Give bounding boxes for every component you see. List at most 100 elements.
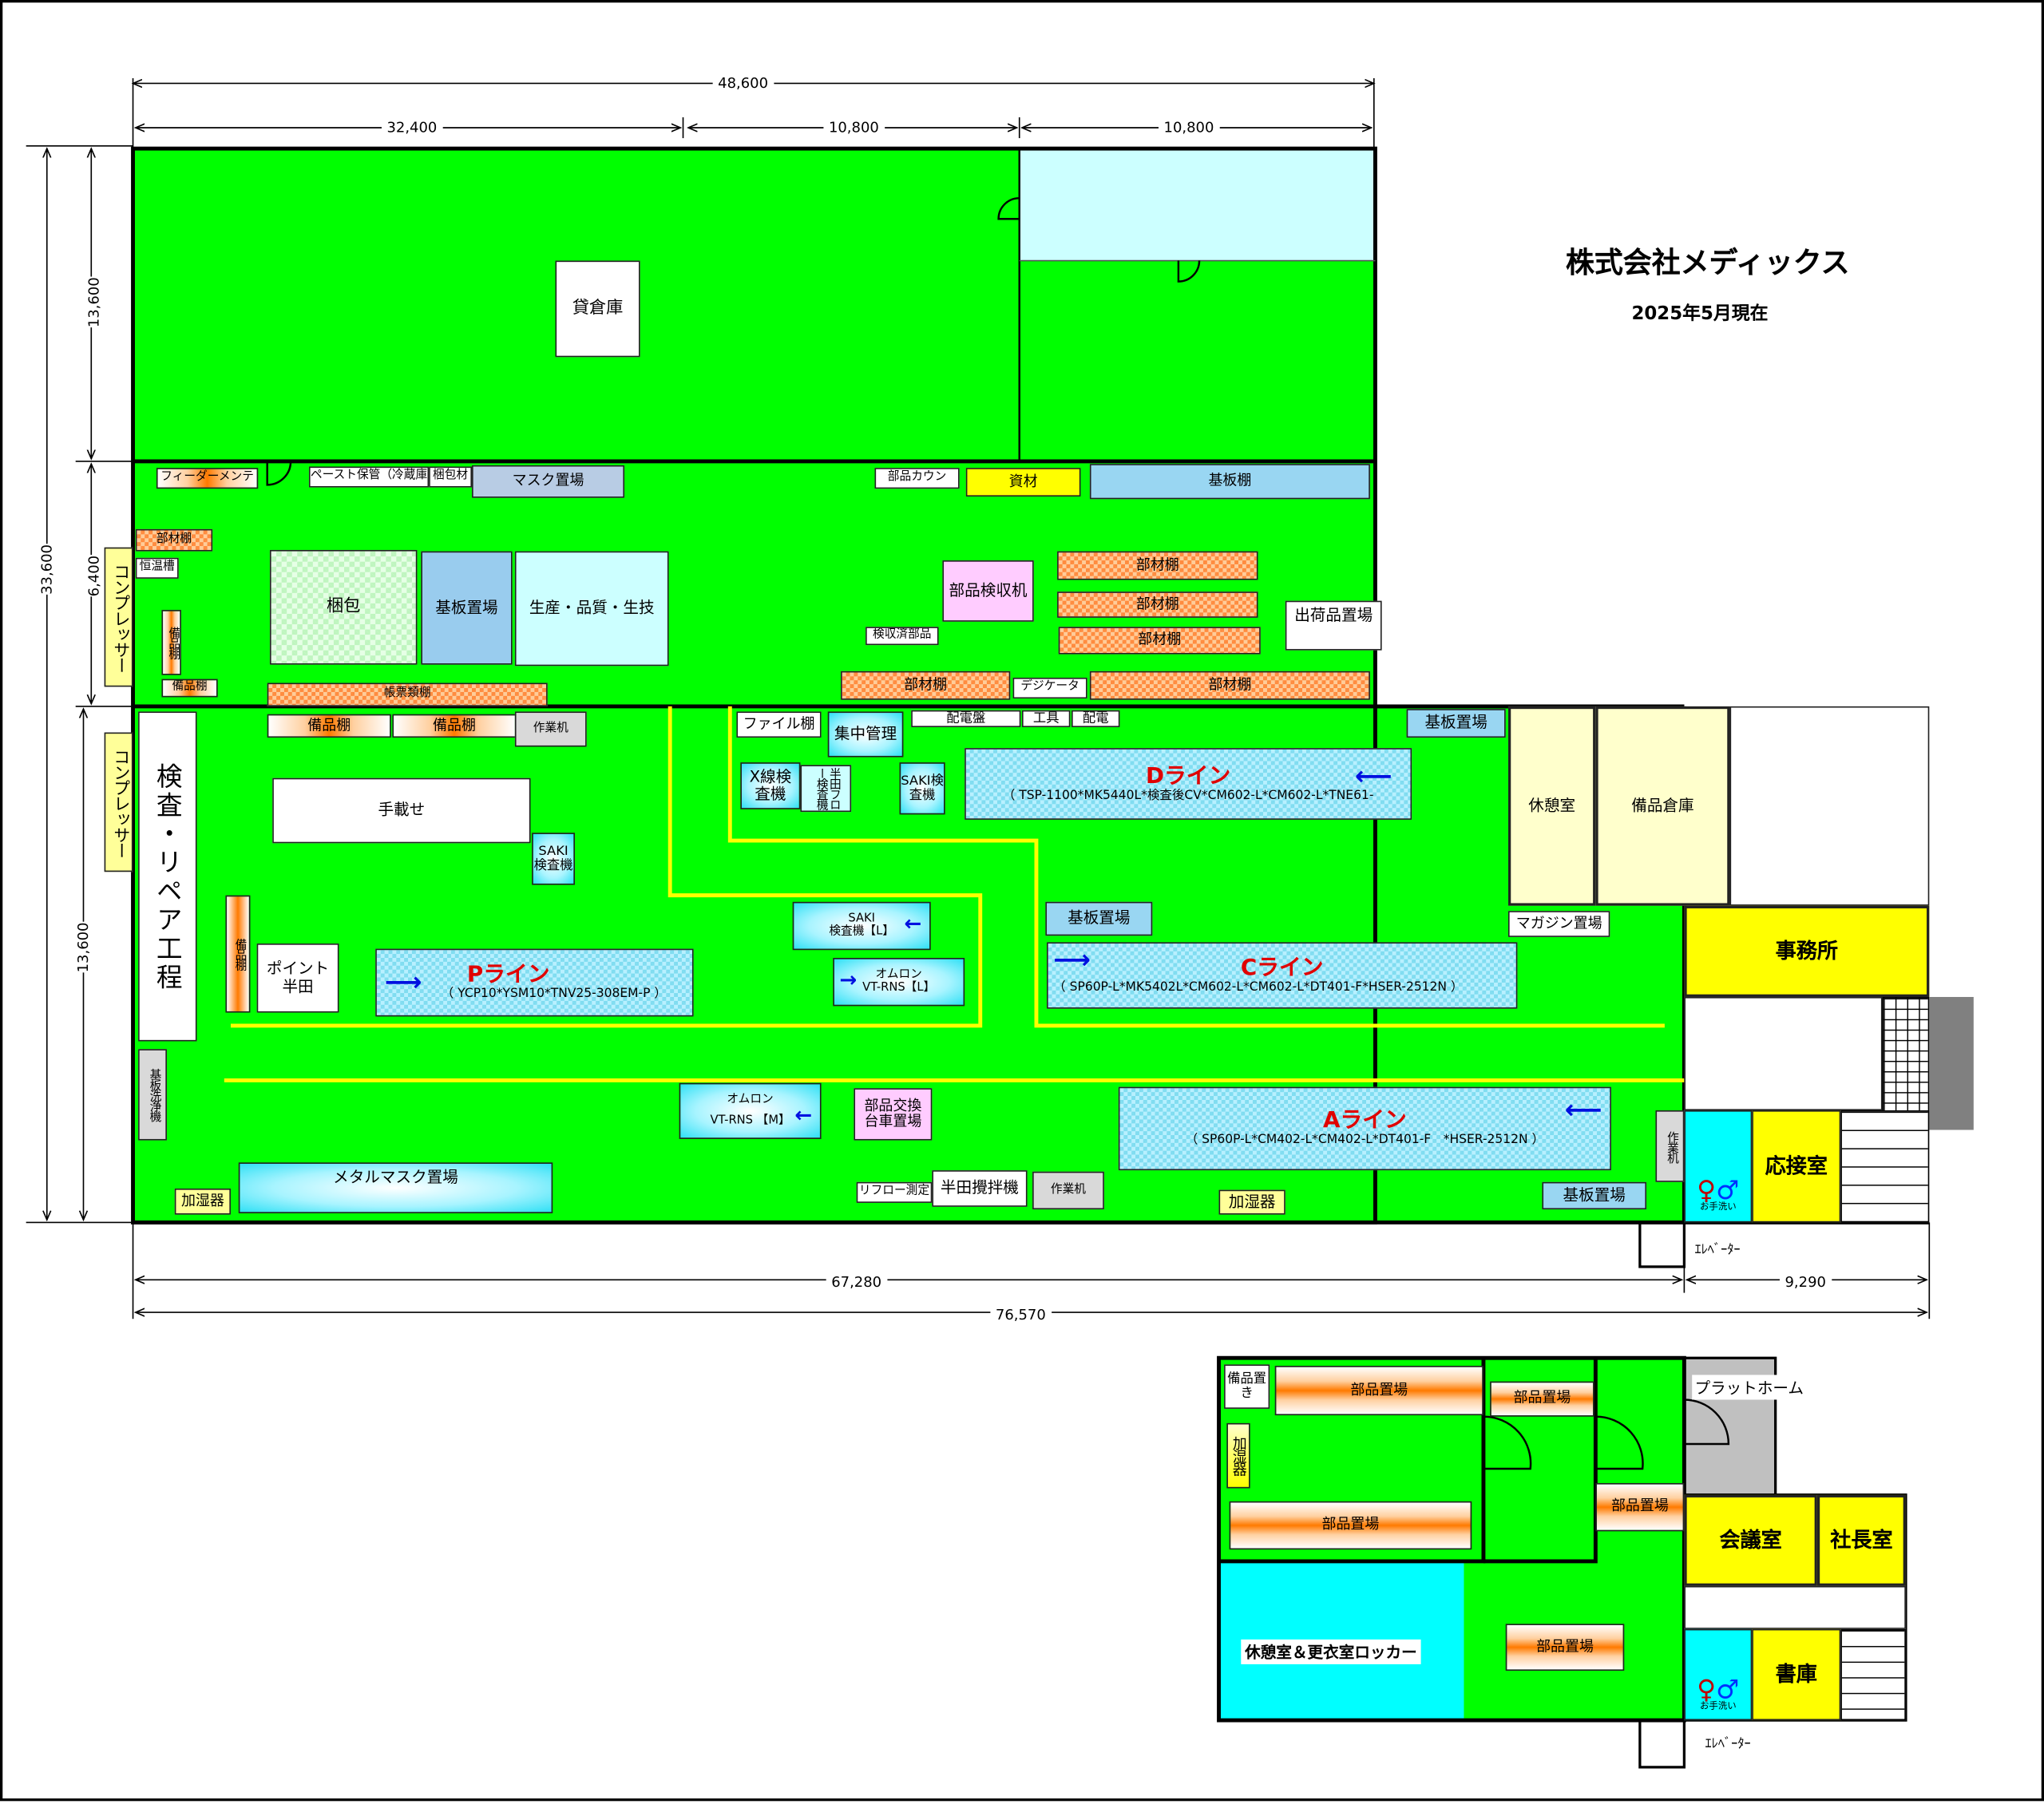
break-room: 休憩室: [1507, 706, 1596, 906]
elevator-label: ｴﾚﾍﾞｰﾀｰ: [1694, 1243, 1741, 1258]
saki-l-line1: SAKI: [848, 912, 875, 925]
compressor-upper: コンプレッサー: [104, 547, 133, 687]
work-desk: 作業机: [514, 711, 587, 747]
dim-top-1: 32,400: [381, 119, 442, 136]
a-line-spec: （ SP60P-L*CM402-L*CM402-L*DT401-F *HSER-…: [1185, 1132, 1545, 1147]
thermostat-chamber: 恒温槽: [135, 557, 179, 579]
dim-top-2: 10,800: [823, 119, 885, 136]
board-shelf: 基板棚: [1089, 464, 1370, 500]
president-office: 社長室: [1816, 1494, 1906, 1586]
equipment-place: 備品置き: [1224, 1364, 1270, 1409]
central-management: 集中管理: [827, 711, 904, 758]
omron-m-line2: VT-RNS 【M】: [710, 1114, 790, 1127]
staircase: [1882, 996, 1930, 1130]
arrow-left-icon: ⟵: [1564, 1093, 1602, 1125]
omron-m-line1: オムロン: [727, 1093, 774, 1106]
empty-room: [1729, 706, 1930, 906]
arrow-right-icon: ⟶: [384, 965, 422, 997]
board-storage-upper: 基板置場: [421, 551, 513, 665]
dim-top-3: 10,800: [1159, 119, 1219, 136]
male-icon: ♂: [1716, 1174, 1740, 1206]
c-line-spec: （ SP60P-L*MK5402L*CM602-L*CM602-L*DT401-…: [1053, 979, 1464, 995]
platform-label: プラットホーム: [1692, 1375, 1807, 1400]
work-desk: 作業机: [1032, 1171, 1104, 1210]
d-line: Dライン （ TSP-1100*MK5440L*検査後CV*CM602-L*CM…: [965, 748, 1412, 820]
parts-shelf: 部材棚: [135, 528, 213, 552]
production-quality-engineering: 生産・品質・生技: [514, 551, 669, 667]
humidifier: 加湿器: [1218, 1189, 1285, 1215]
work-desk: 作業机: [1655, 1110, 1685, 1182]
c-line: Cライン （ SP60P-L*MK5402L*CM602-L*CM602-L*D…: [1047, 942, 1518, 1009]
humidifier: 加湿器: [174, 1188, 231, 1215]
omron-l-line2: VT-RNS【L】: [862, 980, 936, 994]
parts-shelf: 部材棚: [1057, 551, 1258, 580]
female-icon: ♀: [1697, 1673, 1717, 1706]
omron-vt-rns-l: オムロン VT-RNS【L】 →: [833, 957, 965, 1007]
metal-mask-storage: メタルマスク置場: [238, 1162, 553, 1213]
equipment-shelf: 備品棚: [267, 714, 391, 738]
packing-material: 梱包材: [429, 466, 473, 488]
equipment-shelf: 備品棚: [392, 714, 517, 738]
solder-flow-inspection-machine: 半田フロー検査機: [800, 765, 852, 813]
parts-shelf: 部材棚: [1058, 627, 1261, 655]
omron-vt-rns-m: オムロン VT-RNS 【M】 ←: [679, 1082, 822, 1139]
arrow-left-icon: ⟵: [1354, 759, 1392, 792]
parts-storage: 部品置場: [1505, 1624, 1625, 1671]
dim-top-total: 48,600: [712, 74, 774, 93]
rental-warehouse: 貸倉庫: [555, 260, 640, 358]
c-line-name: Cライン: [1240, 955, 1324, 982]
tools: 工具: [1021, 710, 1071, 728]
meeting-room: 会議室: [1684, 1494, 1817, 1586]
dim-bottom-2: 9,290: [1779, 1273, 1832, 1292]
exterior-stairs: [1929, 996, 1974, 1130]
board-storage: 基板置場: [1542, 1181, 1647, 1210]
annex-restroom: ♀♂ お手洗い: [1684, 1628, 1753, 1721]
parts-inspection-desk: 部品検収机: [942, 560, 1034, 622]
shipping-area: 出荷品置場: [1285, 600, 1382, 651]
mask-storage: マスク置場: [472, 465, 625, 498]
equipment-warehouse: 備品倉庫: [1595, 706, 1730, 906]
parts-shelf: 部材棚: [841, 671, 1011, 700]
equipment-shelf-vertical: 備品棚: [161, 610, 181, 675]
male-icon: ♂: [1716, 1673, 1740, 1706]
company-name: 株式会社メディックス: [1565, 247, 1850, 281]
paste-storage: ペースト保管（冷蔵庫: [308, 466, 430, 488]
compressor-lower: コンプレッサー: [104, 732, 133, 872]
file-shelf: ファイル棚: [736, 711, 822, 738]
dim-left-3: 13,600: [69, 922, 97, 973]
dim-left-total: 33,600: [33, 544, 61, 595]
parts-shelf: 部材棚: [1089, 671, 1370, 700]
dim-bottom-total: 76,570: [990, 1306, 1052, 1323]
board-storage: 基板置場: [1045, 901, 1153, 936]
p-line-spec: （ YCP10*YSM10*TNV25-308EM-P ）: [441, 987, 667, 1002]
point-soldering: ポイント半田: [256, 944, 339, 1013]
break-locker-room-label: 休憩室＆更衣室ロッカー: [1241, 1639, 1421, 1664]
staircase: [1840, 1110, 1930, 1223]
power-distribution: 配電: [1072, 710, 1120, 728]
equipment-shelf-vertical: 備品棚: [225, 895, 251, 1013]
reception-room: 応接室: [1752, 1110, 1841, 1223]
parts-exchange-cart-area: 部品交換台車置場: [854, 1088, 933, 1141]
saki-l-line2: 検査機【L】: [829, 924, 894, 938]
desiccator: デジケータ: [1012, 677, 1087, 699]
materials: 資材: [965, 468, 1081, 497]
reflow-measurement: リフロー測定: [856, 1181, 933, 1203]
saki-inspection-machine: SAKI検査機: [532, 833, 575, 885]
dim-left-1: 13,600: [80, 277, 108, 328]
parts-storage: 部品置場: [1274, 1366, 1483, 1416]
feeder-maintenance: フィーダーメンテ: [156, 468, 259, 489]
d-line-spec: （ TSP-1100*MK5440L*検査後CV*CM602-L*CM602-L…: [1002, 788, 1374, 803]
parts-storage: 部品置場: [1490, 1381, 1594, 1417]
restroom-label: お手洗い: [1699, 1201, 1737, 1213]
packing-area: 梱包: [269, 549, 418, 665]
parts-shelf: 部材棚: [1057, 591, 1258, 618]
board-storage: 基板置場: [1406, 709, 1506, 738]
saki-inspection-machine-l: SAKI 検査機【L】 ←: [792, 901, 931, 951]
parts-counter: 部品カウン: [874, 468, 960, 489]
xray-inspection-machine: X線検査機: [740, 762, 801, 809]
female-icon: ♀: [1697, 1174, 1717, 1206]
saki-inspection-machine: SAKI検査機: [899, 762, 945, 815]
equipment-shelf: 備品棚: [161, 678, 218, 698]
d-line-name: Dライン: [1145, 763, 1231, 790]
